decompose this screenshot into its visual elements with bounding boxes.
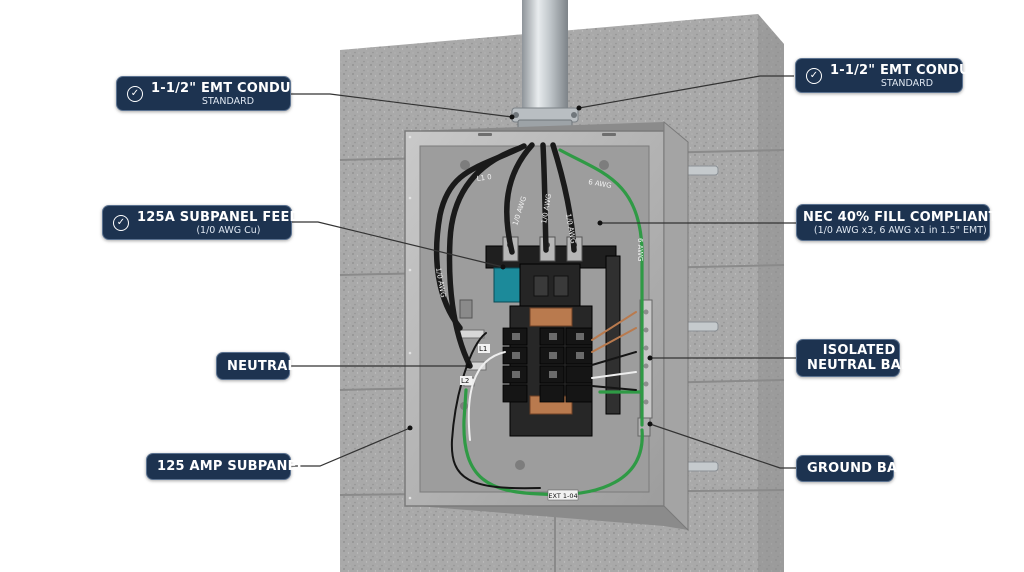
check-circle-icon: ✓ — [113, 214, 129, 231]
terminal-label-l2: L2 — [461, 377, 469, 385]
callout-conduit-right-subtitle: STANDARD — [880, 77, 934, 89]
callout-fill: NEC 40% FILL COMPLIANT (1/0 AWG x3, 6 AW… — [796, 204, 997, 241]
check-circle-icon: ✓ — [806, 67, 822, 84]
leader-dots — [407, 105, 653, 431]
wire-label-ground-side: 6 AWG — [636, 238, 644, 261]
branch-circuit-wires — [450, 311, 637, 490]
bottom-wire-tag: EXT 1-04 — [547, 489, 579, 501]
callout-subpanel: 125 AMP SUBPANEL — [146, 453, 305, 480]
callout-conduit-left-title: 1-1/2" EMT CONDUIT — [151, 80, 305, 96]
callout-feeder-subtitle: (1/0 AWG Cu) — [196, 224, 261, 236]
check-circle-icon: ✓ — [127, 85, 143, 102]
callout-isolated-neutral: ISOLATED NEUTRAL BAR — [796, 339, 911, 377]
leader-conduit-left — [290, 93, 513, 118]
feeder-conductors — [433, 142, 577, 369]
leader-ground-bar — [649, 423, 796, 469]
callout-conduit-right: ✓ 1-1/2" EMT CONDUIT STANDARD — [795, 58, 984, 93]
wire-label-bottom-tag: EXT 1-04 — [548, 492, 577, 500]
callout-feeder-title: 125A SUBPANEL FEEDER — [137, 209, 320, 225]
callout-ground-bar: GROUND BAR — [796, 455, 907, 482]
ground-wires — [462, 148, 644, 497]
leader-subpanel — [290, 427, 411, 467]
wire-label-l1-top: L1 0 — [476, 173, 492, 183]
callout-conduit-left: ✓ 1-1/2" EMT CONDUIT STANDARD — [116, 76, 305, 111]
callout-subpanel-title: 125 AMP SUBPANEL — [157, 459, 306, 474]
ground-bar — [637, 417, 651, 437]
callout-fill-title: NEC 40% FILL COMPLIANT — [803, 209, 998, 225]
callout-isolated-neutral-line1: ISOLATED — [822, 343, 896, 358]
leader-conduit-right — [578, 75, 794, 109]
leader-lines — [290, 75, 796, 469]
wire-label-ground-top: 6 AWG — [588, 178, 612, 190]
leader-feeder — [292, 221, 504, 268]
terminal-markers: L1 L2 — [460, 344, 490, 385]
callout-conduit-right-title: 1-1/2" EMT CONDUIT — [830, 62, 984, 78]
callout-conduit-left-subtitle: STANDARD — [201, 95, 255, 107]
terminal-label-l1: L1 — [479, 345, 487, 353]
callout-isolated-neutral-line2: NEUTRAL BAR — [807, 358, 912, 373]
callout-fill-subtitle: (1/0 AWG x3, 6 AWG x1 in 1.5" EMT) — [813, 224, 987, 236]
breaker-assembly — [485, 236, 617, 437]
callout-neutral-title: NEUTRAL — [227, 358, 296, 374]
callout-feeder: ✓ 125A SUBPANEL FEEDER (1/0 AWG Cu) — [102, 205, 320, 240]
callout-ground-bar-title: GROUND BAR — [807, 461, 908, 476]
callout-neutral: NEUTRAL — [216, 352, 296, 380]
